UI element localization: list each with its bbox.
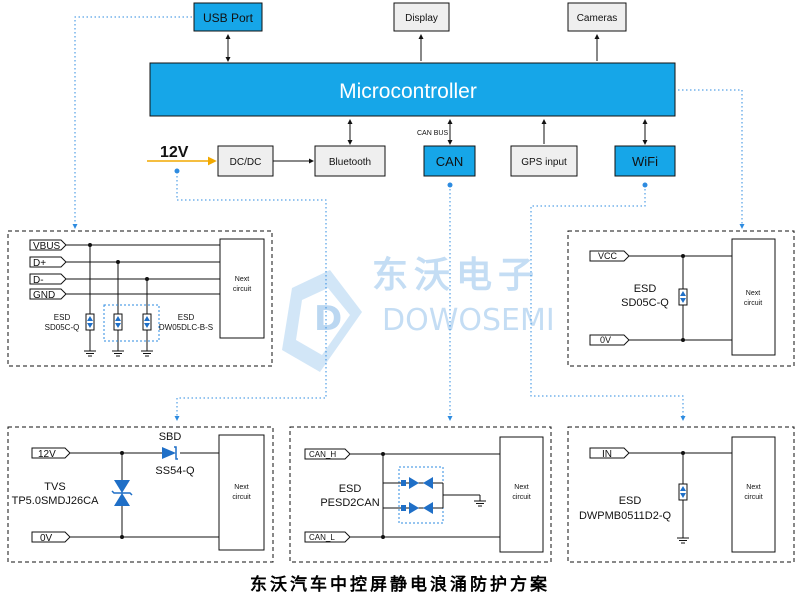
usb-gnd-label: GND <box>33 290 55 301</box>
wifi-vcc-label: VCC <box>598 251 618 261</box>
usb-port-block <box>193 2 263 32</box>
dot-wifi <box>642 182 648 188</box>
can-next-circuit <box>499 436 544 553</box>
watermark: D 东沃电子 DOWOSEMI <box>282 255 555 372</box>
usb-esd-left-2: SD05C-Q <box>45 323 80 332</box>
bluetooth-block <box>314 145 386 177</box>
dot-power <box>174 168 180 174</box>
gps-next-line2: circuit <box>744 494 762 501</box>
tvs-diode-icon <box>111 480 133 506</box>
wifi-next-line2: circuit <box>744 300 762 307</box>
gps-next-line1: Next <box>746 484 760 491</box>
can-next-line2: circuit <box>512 494 530 501</box>
usb-esd-right-1: ESD <box>178 313 195 322</box>
input-12v-label: 12V <box>160 144 189 161</box>
wifi-next-circuit <box>731 238 776 356</box>
microcontroller-label: Microcontroller <box>339 80 477 103</box>
usb-vbus-label: VBUS <box>33 241 61 252</box>
wifi-label: WiFi <box>632 154 658 169</box>
usb-next-line1: Next <box>235 276 249 283</box>
usb-next-line2: circuit <box>233 286 251 293</box>
display-block <box>393 2 450 32</box>
gps-esd-2: DWPMB0511D2-Q <box>579 510 672 522</box>
diagram-caption: 东沃汽车中控屏静电浪涌防护方案 <box>250 574 550 595</box>
pesd2can-icon <box>383 466 480 524</box>
bluetooth-label: Bluetooth <box>329 157 371 168</box>
gps-next-circuit <box>731 436 776 553</box>
can-label: CAN <box>436 154 463 169</box>
cameras-label: Cameras <box>577 13 618 24</box>
power-0v-label: 0V <box>40 533 53 544</box>
usb-dminus-label: D- <box>33 275 44 286</box>
can-bus-label: CAN BUS <box>417 130 448 137</box>
sbd-label-2: SS54-Q <box>155 465 195 477</box>
can-circuit-panel: Next circuit CAN_H CAN_L ESD PESD2CAN <box>289 426 552 563</box>
dot-can <box>447 182 453 188</box>
wifi-esd-1: ESD <box>634 283 657 295</box>
gps-in-label: IN <box>602 449 612 460</box>
can-h-label: CAN_H <box>309 450 336 459</box>
power-next-line2: circuit <box>232 494 250 501</box>
wifi-block <box>614 145 676 177</box>
usb-dplus-label: D+ <box>33 258 46 269</box>
wifi-0v-label: 0V <box>600 335 611 345</box>
watermark-en: DOWOSEMI <box>382 303 555 338</box>
schottky-diode-icon <box>162 446 178 460</box>
usb-next-circuit <box>219 238 265 339</box>
tvs-label-2: TP5.0SMDJ26CA <box>12 495 99 507</box>
can-l-label: CAN_L <box>309 533 335 542</box>
gps-circuit-panel: Next circuit IN ESD DWPMB0511D2-Q <box>567 426 795 563</box>
microcontroller-block <box>149 62 676 117</box>
power-next-circuit <box>218 434 265 551</box>
usb-esd-left-1: ESD <box>54 313 71 322</box>
wifi-esd-2: SD05C-Q <box>621 297 669 309</box>
tvs-label-1: TVS <box>44 481 65 493</box>
usb-port-label: USB Port <box>203 11 254 25</box>
power-12v-label: 12V <box>38 449 56 460</box>
wifi-circuit-panel: Next circuit VCC 0V ESD SD05C-Q <box>567 230 795 367</box>
can-esd-1: ESD <box>339 483 362 495</box>
can-next-line1: Next <box>514 484 528 491</box>
svg-text:D: D <box>314 299 342 339</box>
power-circuit-panel: Next circuit 12V 0V SBD SS54-Q TVS TP5.0… <box>7 426 274 563</box>
gps-block <box>510 145 578 177</box>
wifi-next-line1: Next <box>746 290 760 297</box>
cameras-block <box>567 2 627 32</box>
display-label: Display <box>405 13 438 24</box>
watermark-logo-icon: D <box>282 270 362 372</box>
gps-label: GPS input <box>521 157 567 168</box>
dcdc-label: DC/DC <box>230 157 262 168</box>
can-esd-2: PESD2CAN <box>320 497 379 509</box>
gps-esd-1: ESD <box>619 495 642 507</box>
power-next-line1: Next <box>234 484 248 491</box>
usb-esd-right-2: DW05DLC-B-S <box>159 323 213 332</box>
sbd-label-1: SBD <box>159 431 182 443</box>
dotted-connectors <box>72 16 745 421</box>
watermark-cn: 东沃电子 <box>372 255 540 296</box>
can-block <box>423 145 476 177</box>
usb-circuit-panel: Next circuit VBUS D+ D- GND ESD SD05C-Q … <box>7 230 273 367</box>
